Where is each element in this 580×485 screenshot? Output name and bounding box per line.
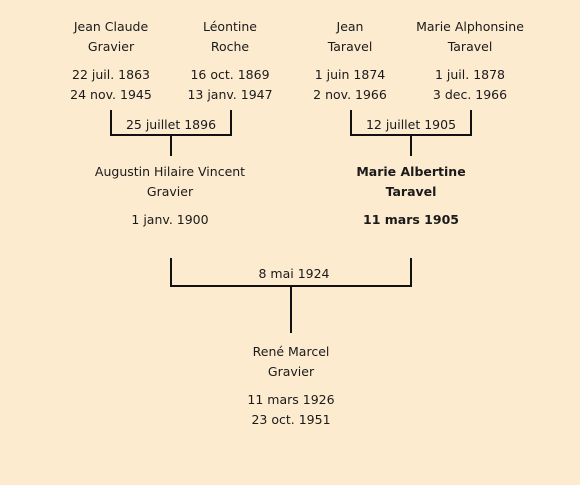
person-death-date: 24 nov. 1945: [70, 87, 152, 102]
person-last-name: Gravier: [146, 184, 194, 199]
person-jean-claude-gravier[interactable]: Jean Claude Gravier 22 juil. 1863 24 nov…: [51, 17, 171, 105]
person-marie-alphonsine-taravel[interactable]: Marie Alphonsine Taravel 1 juil. 1878 3 …: [405, 17, 535, 105]
person-last-name: Gravier: [87, 39, 135, 54]
person-jean-taravel[interactable]: Jean Taravel 1 juin 1874 2 nov. 1966: [290, 17, 410, 105]
person-augustin-hilaire-vincent-gravier[interactable]: Augustin Hilaire Vincent Gravier 1 janv.…: [80, 162, 260, 230]
person-death-date: 23 oct. 1951: [251, 412, 331, 427]
marriage-date-1: 25 juillet 1896: [121, 118, 221, 132]
person-death-date: 13 janv. 1947: [187, 87, 273, 102]
person-birth-date: 1 juil. 1878: [434, 67, 506, 82]
person-death-date: 2 nov. 1966: [313, 87, 387, 102]
person-leontine-roche[interactable]: Léontine Roche 16 oct. 1869 13 janv. 194…: [170, 17, 290, 105]
person-last-name: Taravel: [385, 184, 437, 199]
person-birth-date: 22 juil. 1863: [72, 67, 150, 82]
person-last-name: Taravel: [447, 39, 493, 54]
person-first-name: Marie Alphonsine: [416, 19, 524, 34]
person-birth-date: 1 janv. 1900: [131, 212, 209, 227]
marriage-date-3: 8 mai 1924: [246, 267, 342, 281]
person-birth-date: 11 mars 1905: [363, 212, 459, 227]
person-birth-date: 1 juin 1874: [314, 67, 386, 82]
person-first-name: Jean Claude: [73, 19, 149, 34]
person-first-name: René Marcel: [252, 344, 330, 359]
person-first-name: Marie Albertine: [356, 164, 466, 179]
marriage-date-2: 12 juillet 1905: [361, 118, 461, 132]
person-birth-date: 16 oct. 1869: [190, 67, 270, 82]
person-last-name: Taravel: [327, 39, 373, 54]
person-first-name: Augustin Hilaire Vincent: [94, 164, 246, 179]
person-last-name: Roche: [210, 39, 250, 54]
person-marie-albertine-taravel[interactable]: Marie Albertine Taravel 11 mars 1905: [335, 162, 487, 230]
person-rene-marcel-gravier[interactable]: René Marcel Gravier 11 mars 1926 23 oct.…: [216, 342, 366, 430]
person-birth-date: 11 mars 1926: [247, 392, 335, 407]
person-last-name: Gravier: [267, 364, 315, 379]
person-first-name: Léontine: [203, 19, 257, 34]
person-death-date: 3 dec. 1966: [432, 87, 508, 102]
person-first-name: Jean: [336, 19, 364, 34]
